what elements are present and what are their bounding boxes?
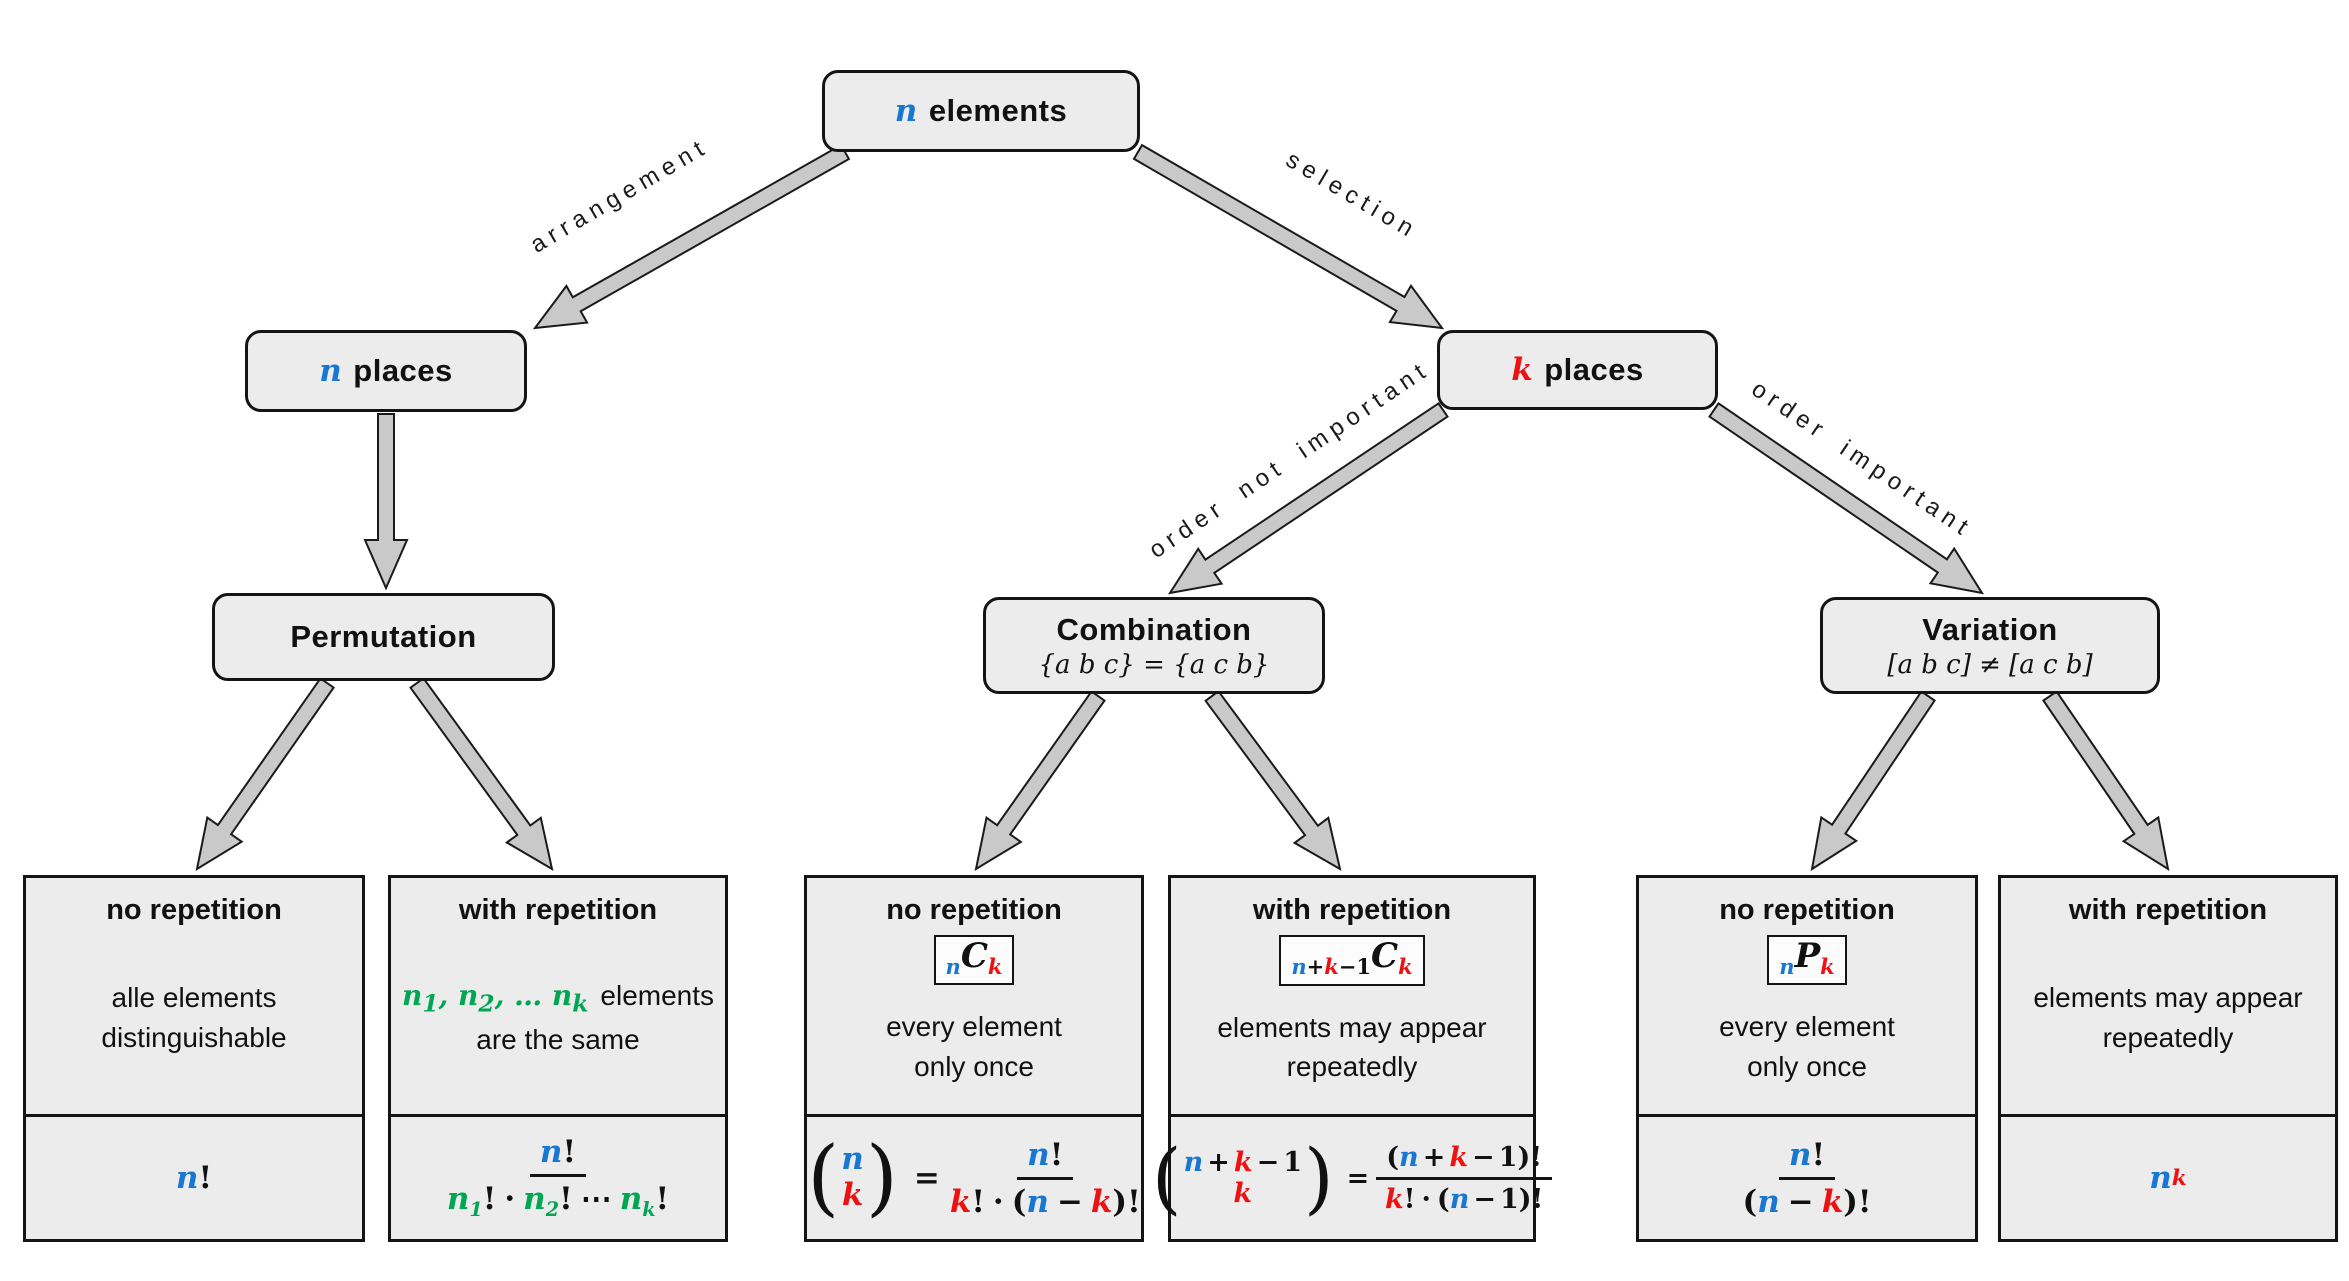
node-combination: Combination {a b c} = {a c b} — [983, 597, 1325, 694]
leaf-header: with repetition — [458, 894, 658, 926]
leaf-variation-no-repetition: no repetition nPk every element only onc… — [1636, 875, 1978, 1242]
node-variation: Variation [a b c] ≠ [a c b] — [1820, 597, 2160, 694]
var-n: n — [894, 93, 918, 129]
leaf-permutation-with-repetition: with repetition n1, n2, … nk elements are… — [388, 875, 728, 1242]
node-title: n places — [319, 353, 453, 389]
desc-line: repeatedly — [2102, 1021, 2234, 1053]
node-label: elements — [928, 93, 1068, 128]
formula-multiset-permutation: n! n1!·n2!⋯nk! — [391, 1114, 725, 1239]
leaf-description: alle elements distinguishable — [101, 927, 286, 1114]
desc-line: are the same — [476, 1024, 640, 1056]
arrow — [1810, 690, 1936, 872]
leaf-header: with repetition — [1252, 894, 1452, 926]
desc-line: only once — [914, 1050, 1034, 1082]
leaf-header: with repetition — [2068, 894, 2268, 926]
symbol-n-plus-k-minus-1-C-k: n+k−1Ck — [1279, 935, 1425, 986]
desc-line: elements may appear — [2033, 982, 2303, 1014]
arrow — [1167, 402, 1449, 595]
arrow — [1708, 402, 1985, 595]
formula-partial-permutation: n! (n−k)! — [1639, 1114, 1975, 1239]
arrow — [363, 413, 409, 591]
symbol-nPk: nPk — [1767, 935, 1847, 985]
leaf-description: every element only once — [1719, 985, 1895, 1114]
symbol-nCk: nCk — [933, 935, 1015, 985]
factorial-sign: ! — [198, 1160, 213, 1196]
desc-line: elements may appear — [1217, 1011, 1487, 1043]
node-title: n elements — [895, 93, 1067, 129]
leaf-description: elements may appear repeatedly — [1217, 986, 1486, 1114]
leaf-combination-with-repetition: with repetition n+k−1Ck elements may app… — [1152, 875, 1553, 1242]
desc-line: repeatedly — [1286, 1051, 1418, 1082]
node-title: Combination — [1056, 611, 1252, 647]
var-k: k — [1511, 352, 1534, 388]
node-subtitle: {a b c} = {a c b} — [1038, 649, 1270, 680]
arrow — [1204, 689, 1342, 872]
node-k-places: k places — [1437, 330, 1718, 410]
formula-n-factorial: n! — [26, 1114, 362, 1239]
desc-line: every element — [886, 1011, 1062, 1043]
node-title: k places — [1511, 352, 1644, 388]
group-sizes-sequence: n1, n2, … nk — [401, 978, 589, 1018]
desc-line: distinguishable — [101, 1021, 287, 1053]
node-permutation: Permutation — [212, 593, 555, 681]
node-n-elements: n elements — [822, 70, 1140, 152]
leaf-header: no repetition — [1719, 894, 1895, 926]
leaf-header: no repetition — [886, 894, 1062, 926]
desc-line: every element — [1719, 1011, 1895, 1043]
arrow — [1132, 143, 1445, 330]
var-n: n — [175, 1160, 199, 1196]
desc-line: only once — [1747, 1050, 1867, 1082]
leaf-header: no repetition — [106, 894, 282, 926]
node-label: places — [1544, 352, 1644, 387]
node-label: places — [353, 353, 453, 388]
desc-line: alle elements — [111, 982, 277, 1014]
leaf-description: elements may appear repeatedly — [2033, 927, 2302, 1114]
node-n-places: n places — [245, 330, 527, 412]
leaf-description: every element only once — [886, 985, 1062, 1114]
var-n: n — [319, 353, 343, 389]
arrow — [532, 143, 851, 330]
leaf-description: n1, n2, … nk elements are the same — [402, 927, 714, 1114]
leaf-permutation-no-repetition: no repetition alle elements distinguisha… — [23, 875, 365, 1242]
arrow — [2042, 690, 2170, 872]
arrow — [409, 676, 554, 872]
node-subtitle: [a b c] ≠ [a c b] — [1887, 649, 2093, 680]
desc-text: elements — [600, 979, 715, 1011]
leaf-combination-no-repetition: no repetition nCk every element only onc… — [804, 875, 1144, 1242]
desc-line: n1, n2, … nk elements — [402, 976, 714, 1020]
node-title: Variation — [1922, 611, 2058, 647]
arrow — [195, 677, 335, 872]
node-title: Permutation — [290, 619, 477, 654]
leaf-variation-with-repetition: with repetition elements may appear repe… — [1998, 875, 2338, 1242]
arrow — [974, 690, 1106, 872]
